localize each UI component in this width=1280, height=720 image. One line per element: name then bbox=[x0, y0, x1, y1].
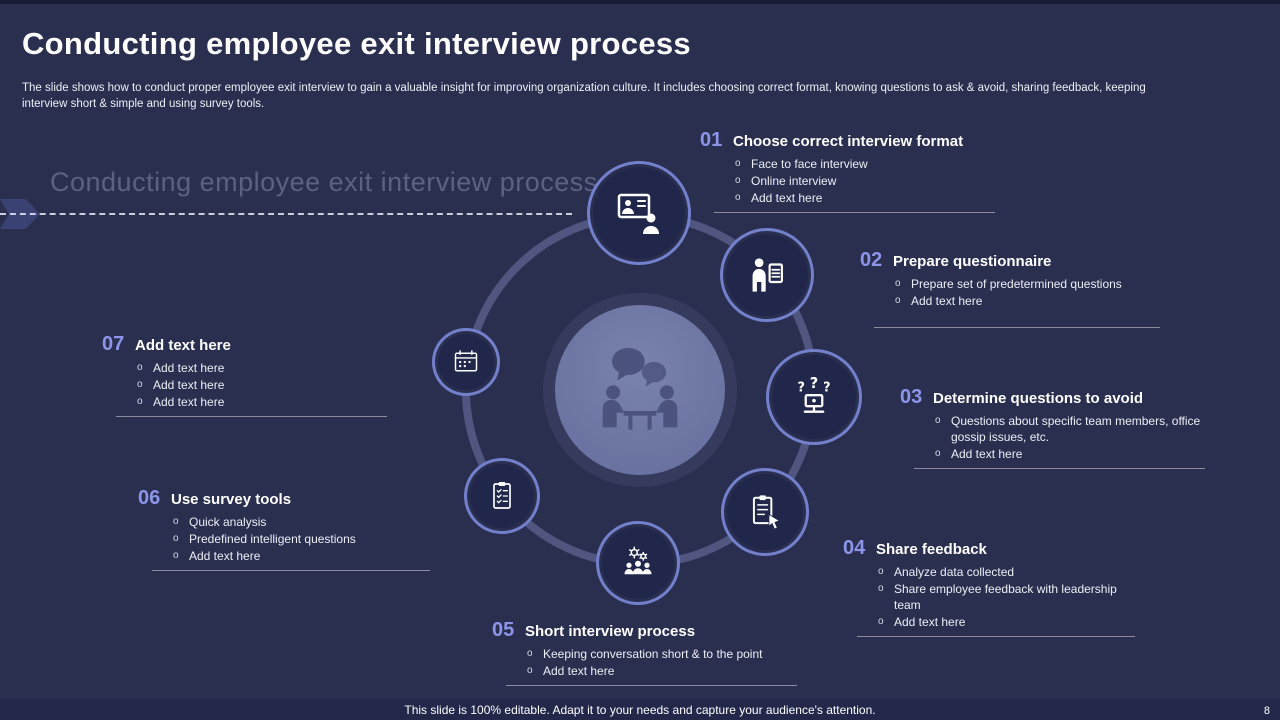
step-bullet-list: Quick analysis Predefined intelligent qu… bbox=[171, 514, 430, 564]
survey-checklist-icon bbox=[486, 480, 518, 512]
step-title: Add text here bbox=[135, 337, 231, 354]
calendar-card-icon bbox=[452, 348, 480, 376]
step-bullet: Add text here bbox=[135, 360, 387, 376]
step-bullet: Face to face interview bbox=[733, 156, 995, 172]
step-03-node: ? ? ? bbox=[772, 355, 856, 439]
step-number: 01 bbox=[700, 129, 723, 151]
step-bullet: Online interview bbox=[733, 173, 995, 189]
step-number: 04 bbox=[843, 537, 866, 559]
svg-text:?: ? bbox=[823, 381, 830, 396]
divider bbox=[714, 212, 995, 213]
step-bullet: Add text here bbox=[933, 446, 1205, 462]
divider bbox=[874, 327, 1160, 328]
step-bullet: Add text here bbox=[893, 293, 1160, 309]
svg-text:?: ? bbox=[810, 375, 819, 392]
bottom-bar bbox=[0, 699, 1280, 720]
meeting-discussion-icon bbox=[584, 334, 696, 446]
step-bullet: Predefined intelligent questions bbox=[171, 531, 430, 547]
step-block-01: 01 Choose correct interview format Face … bbox=[700, 129, 995, 213]
step-bullet: Questions about specific team members, o… bbox=[933, 413, 1205, 445]
team-gears-icon bbox=[620, 545, 656, 581]
step-bullet: Add text here bbox=[135, 377, 387, 393]
step-number: 03 bbox=[900, 386, 923, 408]
step-bullet: Analyze data collected bbox=[876, 564, 1135, 580]
page-number: 8 bbox=[1263, 705, 1270, 717]
step-bullet-list: Face to face interview Online interview … bbox=[733, 156, 995, 206]
top-border-strip bbox=[0, 0, 1280, 4]
step-block-06: 06 Use survey tools Quick analysis Prede… bbox=[138, 487, 430, 571]
step-block-07: 07 Add text here Add text here Add text … bbox=[102, 333, 387, 417]
divider bbox=[506, 685, 797, 686]
step-01-node bbox=[593, 167, 685, 259]
step-04-node bbox=[727, 474, 803, 550]
step-title: Short interview process bbox=[525, 623, 696, 640]
footer-note: This slide is 100% editable. Adapt it to… bbox=[404, 703, 876, 717]
step-number: 02 bbox=[860, 249, 883, 271]
divider bbox=[116, 416, 387, 417]
page-title: Conducting employee exit interview proce… bbox=[22, 26, 691, 61]
step-bullet: Add text here bbox=[876, 614, 1135, 630]
step-number: 06 bbox=[138, 487, 161, 509]
step-bullet: Add text here bbox=[135, 394, 387, 410]
ghost-watermark-title: Conducting employee exit interview proce… bbox=[50, 167, 598, 197]
step-title: Share feedback bbox=[876, 541, 987, 558]
step-title: Use survey tools bbox=[171, 491, 292, 508]
person-checklist-icon bbox=[746, 254, 788, 296]
step-title: Prepare questionnaire bbox=[893, 253, 1052, 270]
center-circle bbox=[555, 305, 725, 475]
step-bullet-list: Questions about specific team members, o… bbox=[933, 413, 1205, 462]
step-05-node bbox=[602, 527, 674, 599]
slide-subtitle: The slide shows how to conduct proper em… bbox=[22, 82, 1146, 111]
step-block-04: 04 Share feedback Analyze data collected… bbox=[843, 537, 1135, 637]
step-bullet: Prepare set of predetermined questions bbox=[893, 276, 1160, 292]
step-block-05: 05 Short interview process Keeping conve… bbox=[492, 619, 797, 686]
step-bullet: Keeping conversation short & to the poin… bbox=[525, 646, 797, 662]
step-title: Determine questions to avoid bbox=[933, 390, 1144, 407]
step-title: Choose correct interview format bbox=[733, 133, 964, 150]
step-06-node bbox=[470, 464, 534, 528]
step-bullet-list: Analyze data collected Share employee fe… bbox=[876, 564, 1135, 630]
step-07-node bbox=[438, 334, 494, 390]
step-block-02: 02 Prepare questionnaire Prepare set of … bbox=[860, 249, 1160, 328]
presentation-interview-icon bbox=[615, 189, 663, 237]
step-bullet-list: Keeping conversation short & to the poin… bbox=[525, 646, 797, 679]
question-screens-icon: ? ? ? bbox=[792, 375, 836, 419]
feedback-clipboard-pointer-icon bbox=[746, 493, 784, 531]
step-bullet: Add text here bbox=[525, 663, 797, 679]
step-bullet-list: Prepare set of predetermined questions A… bbox=[893, 276, 1160, 309]
divider bbox=[914, 468, 1205, 469]
step-bullet: Add text here bbox=[733, 190, 995, 206]
svg-text:?: ? bbox=[797, 381, 804, 396]
divider bbox=[857, 636, 1135, 637]
step-number: 07 bbox=[102, 333, 125, 355]
step-bullet: Add text here bbox=[171, 548, 430, 564]
step-02-node bbox=[726, 234, 808, 316]
step-bullet: Share employee feedback with leadership … bbox=[876, 581, 1135, 613]
step-bullet: Quick analysis bbox=[171, 514, 430, 530]
step-block-03: 03 Determine questions to avoid Question… bbox=[900, 386, 1205, 469]
divider bbox=[152, 570, 430, 571]
dashed-connector-line bbox=[0, 213, 572, 215]
step-bullet-list: Add text here Add text here Add text her… bbox=[135, 360, 387, 410]
step-number: 05 bbox=[492, 619, 515, 641]
